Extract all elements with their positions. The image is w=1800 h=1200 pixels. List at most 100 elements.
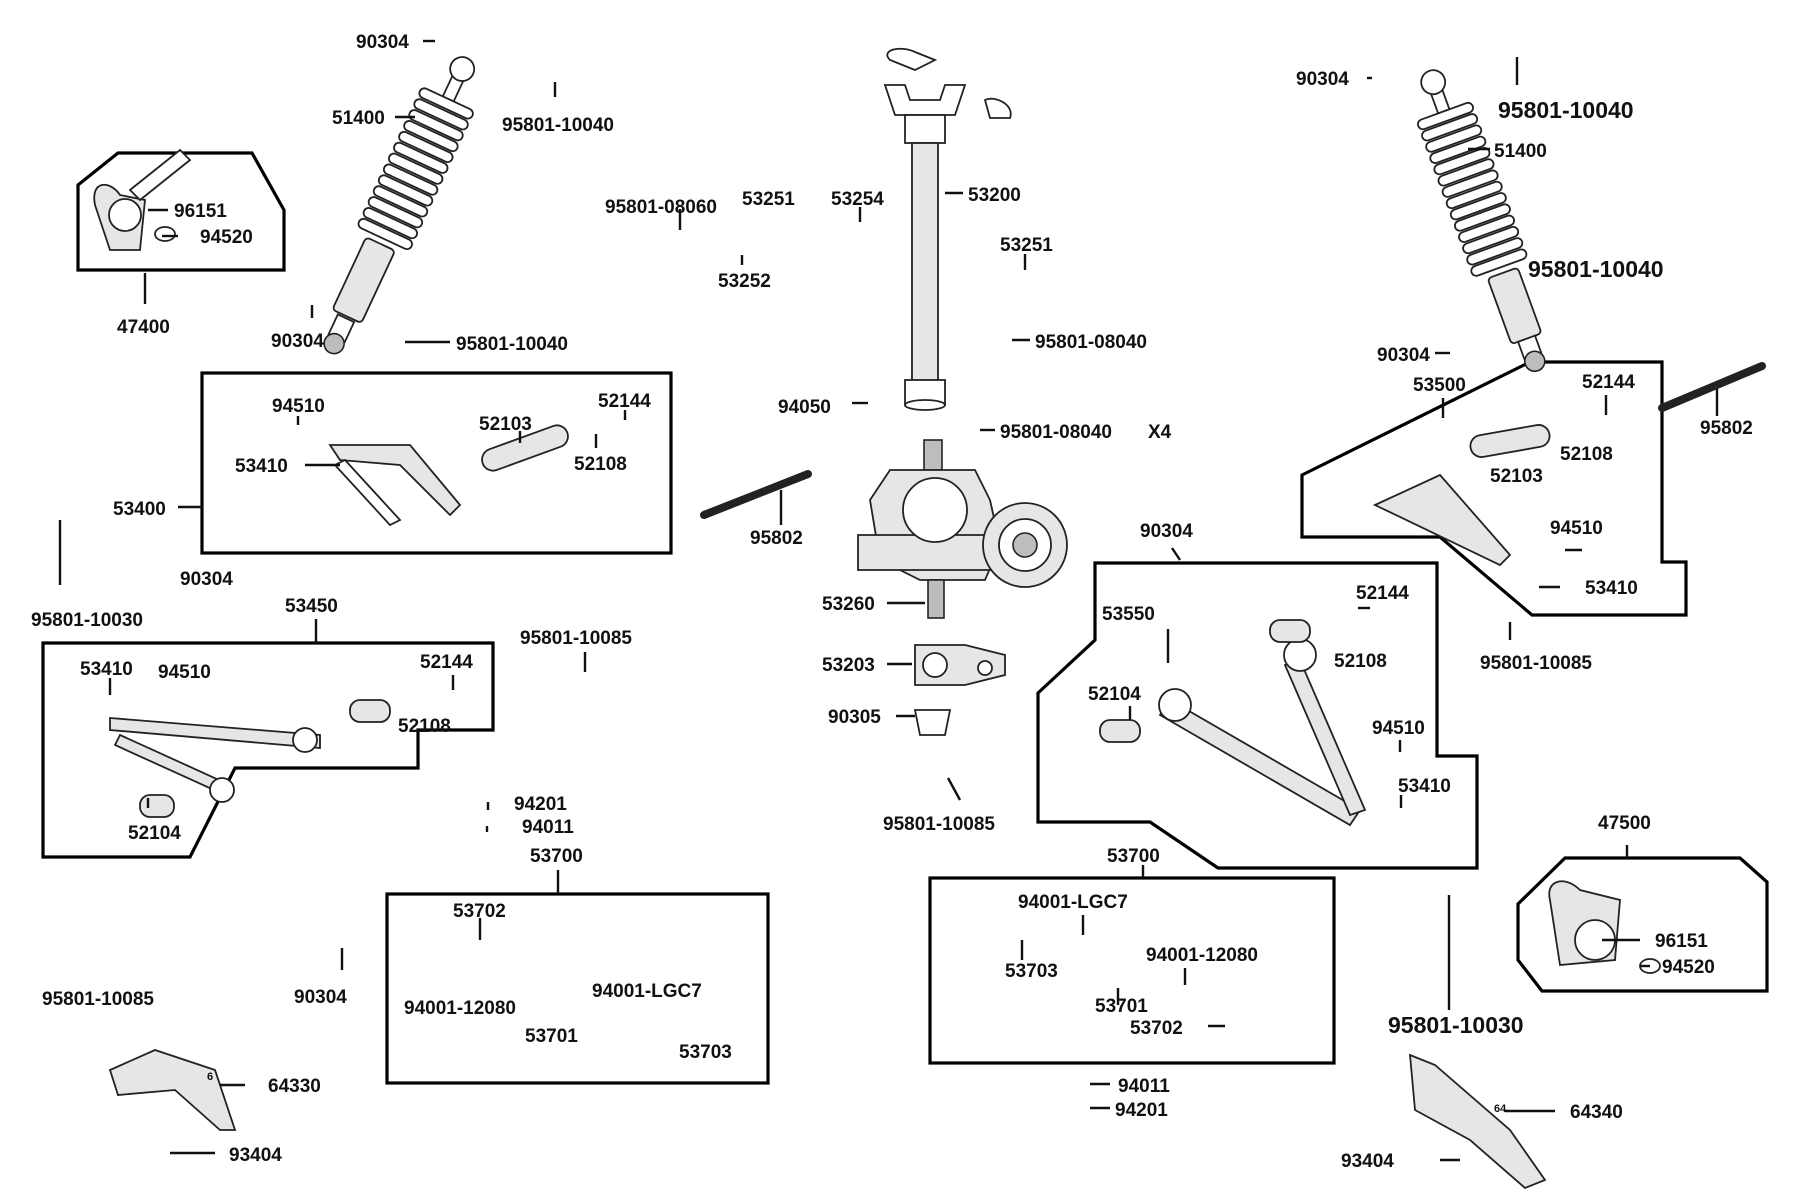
label-51400: 51400: [332, 108, 385, 129]
label-93404: 93404: [229, 1145, 282, 1166]
label-95802: 95802: [750, 528, 803, 549]
label-94011: 94011: [522, 817, 574, 838]
label-52108: 52108: [1334, 651, 1387, 672]
skid-guard-right: [1408, 1053, 1547, 1190]
label-90304: 90304: [1140, 521, 1193, 542]
label-95801-08040: 95801-08040: [1000, 422, 1112, 443]
label-90304: 90304: [294, 987, 347, 1008]
label-95801-10040: 95801-10040: [1498, 97, 1634, 123]
label-64340: 64340: [1570, 1102, 1623, 1123]
knuckle-right: [1548, 880, 1661, 974]
label-53410: 53410: [1398, 776, 1451, 797]
label-94510: 94510: [158, 662, 211, 683]
lower-arm-left: [109, 699, 391, 818]
knuckle-left: [93, 148, 192, 251]
label-94001-12080: 94001-12080: [404, 998, 516, 1019]
label-47400: 47400: [117, 317, 170, 338]
label-95802: 95802: [1700, 418, 1753, 439]
leader-lines: [58, 39, 1719, 1162]
label-90304: 90304: [356, 32, 409, 53]
label-53252: 53252: [718, 271, 771, 292]
label-x4: X4: [1148, 422, 1172, 443]
arm-53450-box: [41, 641, 495, 859]
label-94001-LGC7: 94001-LGC7: [1018, 892, 1128, 913]
label-95801-10085: 95801-10085: [520, 628, 632, 649]
label-94510: 94510: [1372, 718, 1425, 739]
label-94001-12080: 94001-12080: [1146, 945, 1258, 966]
label-95801-10040: 95801-10040: [502, 115, 614, 136]
label-95801-10085: 95801-10085: [883, 814, 995, 835]
label-52103: 52103: [479, 414, 532, 435]
label-52108: 52108: [398, 716, 451, 737]
label-52144: 52144: [420, 652, 473, 673]
label-94520: 94520: [1662, 957, 1715, 978]
label-94011: 94011: [1118, 1076, 1170, 1097]
label-53260: 53260: [822, 594, 875, 615]
label-93404: 93404: [1341, 1151, 1394, 1172]
label-53702: 53702: [1130, 1018, 1183, 1039]
label-52108: 52108: [1560, 444, 1613, 465]
pitman-arm: [913, 644, 1006, 736]
label-96151: 96151: [174, 201, 227, 222]
label-95801-10085: 95801-10085: [1480, 653, 1592, 674]
arm-53400-box: [200, 371, 673, 555]
label-52144: 52144: [1356, 583, 1409, 604]
label-53200: 53200: [968, 185, 1021, 206]
lower-arm-right: [1099, 619, 1367, 827]
label-64330: 64330: [268, 1076, 321, 1097]
label-90304: 90304: [1377, 345, 1430, 366]
label-51400: 51400: [1494, 141, 1547, 162]
label-52104: 52104: [128, 823, 181, 844]
label-53500: 53500: [1413, 375, 1466, 396]
label-94050: 94050: [778, 397, 831, 418]
label-53203: 53203: [822, 655, 875, 676]
label-90304: 90304: [1296, 69, 1349, 90]
bolt-95802-right: [1658, 362, 1766, 412]
label-53702: 53702: [453, 901, 506, 922]
label-53410: 53410: [235, 456, 288, 477]
label-53410: 53410: [1585, 578, 1638, 599]
label-53700: 53700: [1107, 846, 1160, 867]
label-53550: 53550: [1102, 604, 1155, 625]
label-95801-10085: 95801-10085: [42, 989, 154, 1010]
label-52104: 52104: [1088, 684, 1141, 705]
shock-absorber-right: [1417, 69, 1546, 373]
label-94201: 94201: [514, 794, 567, 815]
upper-arm-right: [1372, 424, 1551, 567]
label-52103: 52103: [1490, 466, 1543, 487]
label-53251: 53251: [742, 189, 795, 210]
label-52144: 52144: [598, 391, 651, 412]
guard-mark-left: 6: [207, 1071, 213, 1083]
tie-rod-53700-right-box: [928, 876, 1336, 1065]
bolt-95802-left: [700, 470, 812, 519]
steering-column: [883, 47, 1012, 411]
label-94201: 94201: [1115, 1100, 1168, 1121]
label-52108: 52108: [574, 454, 627, 475]
label-95801-08060: 95801-08060: [605, 197, 717, 218]
arm-53500-box: [1300, 360, 1688, 617]
label-53700: 53700: [530, 846, 583, 867]
label-96151: 96151: [1655, 931, 1708, 952]
skid-guard-left: [108, 1049, 237, 1131]
label-90304: 90304: [180, 569, 233, 590]
label-53400: 53400: [113, 499, 166, 520]
label-52144: 52144: [1582, 372, 1635, 393]
label-95801-10030: 95801-10030: [31, 610, 143, 631]
upper-arm-left: [328, 424, 569, 527]
label-94001-LGC7: 94001-LGC7: [592, 981, 702, 1002]
arm-53550-box: [1036, 561, 1479, 870]
guard-mark-right: 64: [1494, 1103, 1507, 1115]
label-95801-08040: 95801-08040: [1035, 332, 1147, 353]
label-53450: 53450: [285, 596, 338, 617]
label-95801-10030: 95801-10030: [1388, 1012, 1524, 1038]
label-95801-10040: 95801-10040: [1528, 256, 1664, 282]
label-53701: 53701: [1095, 996, 1148, 1017]
knuckle-47400-box: [76, 151, 286, 272]
shock-absorber-left: [323, 56, 476, 355]
label-94510: 94510: [1550, 518, 1603, 539]
label-47500: 47500: [1598, 813, 1651, 834]
front-differential: [857, 439, 1068, 619]
knuckle-47500-box: [1516, 856, 1769, 993]
label-90304: 90304: [271, 331, 324, 352]
